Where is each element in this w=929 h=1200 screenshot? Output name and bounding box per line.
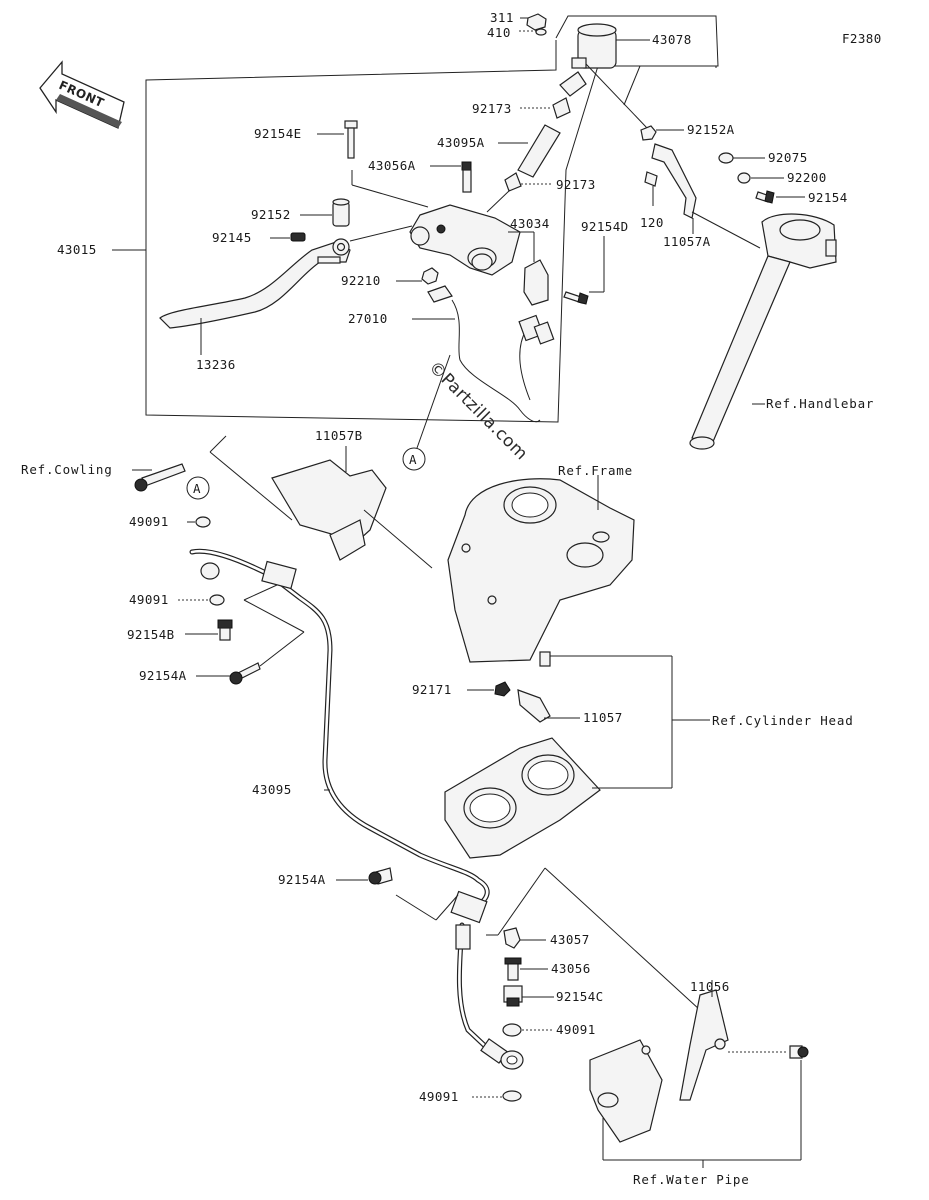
- part-92200: 92200: [787, 170, 827, 185]
- part-92173-lower: 92173: [556, 177, 596, 192]
- figure-code: F2380: [842, 31, 882, 46]
- part-92154: 92154: [808, 190, 848, 205]
- part-92154d: 92154D: [581, 219, 629, 234]
- part-92152: 92152: [251, 207, 291, 222]
- clutch-hose-43095: [189, 548, 524, 1070]
- part-92154c: 92154C: [556, 989, 604, 1004]
- callout-a-lower: A: [186, 476, 210, 500]
- reservoir-hose-43095a: [486, 71, 587, 213]
- part-92171: 92171: [412, 682, 452, 697]
- part-11057: 11057: [583, 710, 623, 725]
- assembly-boundary-43015: [145, 15, 719, 423]
- clutch-switch-27010: [412, 285, 555, 423]
- part-43034: 43034: [510, 216, 550, 231]
- spring-92145: [270, 232, 306, 242]
- cylinder-head: [444, 720, 673, 859]
- water-pipe: [589, 1039, 802, 1168]
- callout-a-upper-label: A: [409, 452, 417, 467]
- ref-cylinder-head: Ref.Cylinder Head: [712, 713, 854, 728]
- front-direction-arrow: FRONT: [39, 60, 125, 129]
- cowling-bolt: [132, 463, 186, 492]
- part-410: 410: [487, 25, 511, 40]
- part-43078: 43078: [652, 32, 692, 47]
- callout-a-upper: A: [402, 354, 451, 471]
- part-43095: 43095: [252, 782, 292, 797]
- part-92154a-lower: 92154A: [278, 872, 326, 887]
- clamp-bolt-92154d: [563, 236, 605, 305]
- watermark: ©Partzilla.com: [424, 357, 531, 464]
- part-13236: 13236: [196, 357, 236, 372]
- part-43095a: 43095A: [437, 135, 485, 150]
- ref-water-pipe: Ref.Water Pipe: [633, 1172, 750, 1187]
- ref-cowling: Ref.Cowling: [21, 462, 113, 477]
- bracket-11057a: [640, 125, 805, 249]
- bleed-fitting-43056a: [430, 161, 472, 193]
- part-11057a: 11057A: [663, 234, 711, 249]
- part-11057b: 11057B: [315, 428, 363, 443]
- collar-92152: [300, 198, 350, 227]
- part-92173-upper: 92173: [472, 101, 512, 116]
- part-43057: 43057: [550, 932, 590, 947]
- part-43056a: 43056A: [368, 158, 416, 173]
- ref-handlebar: Ref.Handlebar: [766, 396, 874, 411]
- reservoir-assembly: [519, 13, 650, 129]
- frame-outline: [447, 475, 635, 663]
- bracket-11056: [544, 867, 809, 1101]
- handlebar: [689, 213, 837, 450]
- lower-fittings: [336, 867, 554, 1102]
- part-92154b: 92154B: [127, 627, 175, 642]
- part-92154e: 92154E: [254, 126, 302, 141]
- part-311: 311: [490, 10, 514, 25]
- master-cylinder-body: [349, 170, 521, 276]
- part-43015: 43015: [57, 242, 97, 257]
- part-92154a-upper: 92154A: [139, 668, 187, 683]
- pivot-bolt-92154e: [317, 120, 358, 159]
- part-49091-b: 49091: [129, 592, 169, 607]
- part-92075: 92075: [768, 150, 808, 165]
- part-92145: 92145: [212, 230, 252, 245]
- holder-clamp-43034: [508, 231, 549, 306]
- part-92210: 92210: [341, 273, 381, 288]
- part-92152a: 92152A: [687, 122, 735, 137]
- part-49091-a: 49091: [129, 514, 169, 529]
- clutch-lever-13236: [159, 238, 351, 355]
- part-120: 120: [640, 215, 664, 230]
- part-11056: 11056: [690, 979, 730, 994]
- part-49091-c: 49091: [556, 1022, 596, 1037]
- part-43056: 43056: [551, 961, 591, 976]
- bracket-11057b: [209, 435, 433, 569]
- cylinder-head-bracket-11057: [467, 651, 710, 723]
- callout-a-lower-label: A: [193, 481, 201, 496]
- upper-banjo-fittings: [178, 516, 305, 685]
- part-27010: 27010: [348, 311, 388, 326]
- part-49091-d: 49091: [419, 1089, 459, 1104]
- ref-frame: Ref.Frame: [558, 463, 633, 478]
- nut-92210: [396, 267, 439, 285]
